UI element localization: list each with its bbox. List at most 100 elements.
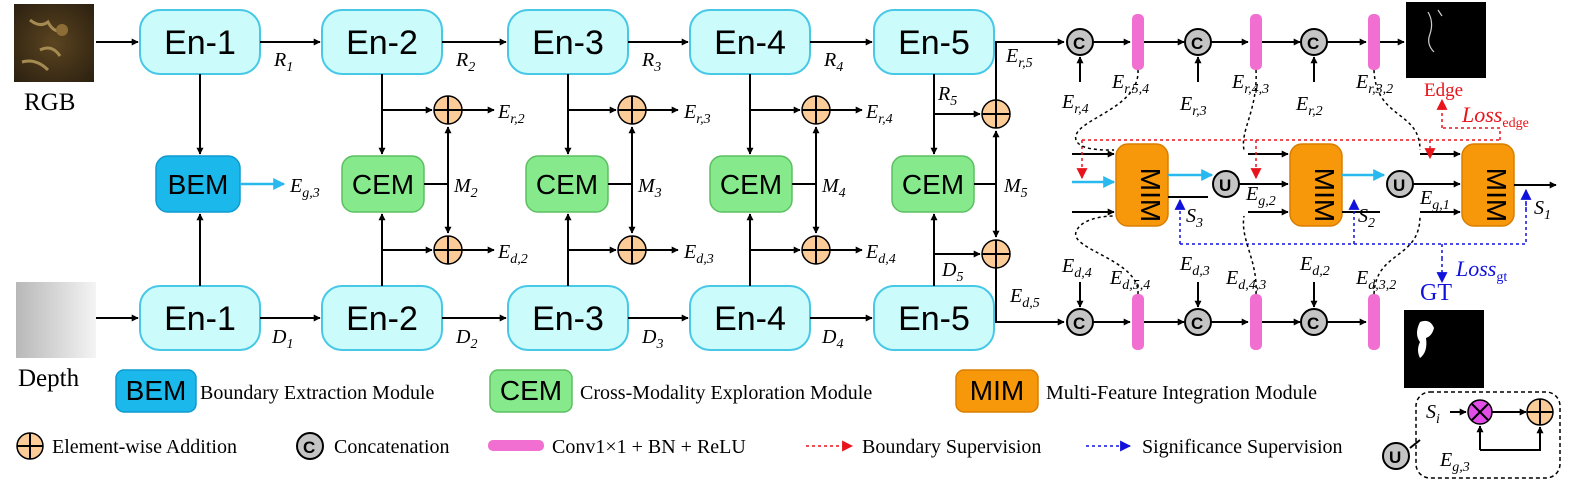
- svg-text:Er,3,2: Er,3,2: [1355, 71, 1393, 97]
- svg-text:Er,2: Er,2: [1295, 93, 1323, 119]
- svg-text:Ed,5,4: Ed,5,4: [1109, 267, 1150, 293]
- svg-text:S2: S2: [1358, 205, 1375, 231]
- gt-label: GT: [1420, 280, 1452, 306]
- bem-label: BEM: [168, 169, 229, 200]
- rgb-encoder-row: En-1 En-2 En-3 En-4 En-5: [139, 9, 995, 75]
- legend-significance-supervision: Significance Supervision: [1142, 436, 1343, 458]
- depth-en2-label: En-2: [346, 300, 418, 338]
- mim-2: [1289, 143, 1343, 227]
- legend-conv-icon: [488, 440, 544, 451]
- cem-4-label: CEM: [720, 169, 782, 200]
- conv-block: [1250, 294, 1262, 350]
- svg-text:D1: D1: [271, 326, 293, 352]
- depth-image: [16, 282, 96, 358]
- svg-text:Ed,4: Ed,4: [865, 241, 896, 267]
- svg-text:U: U: [1389, 448, 1401, 467]
- loss-edge: Lossedge: [1461, 102, 1529, 131]
- svg-text:R1: R1: [273, 49, 293, 75]
- svg-text:Eg,3: Eg,3: [1439, 449, 1470, 475]
- svg-text:M2: M2: [453, 175, 478, 201]
- legend-mim: Multi-Feature Integration Module: [1046, 382, 1317, 404]
- depth-label: Depth: [18, 365, 80, 392]
- svg-text:Ed,4,3: Ed,4,3: [1225, 267, 1266, 293]
- svg-text:R4: R4: [823, 49, 843, 75]
- svg-text:U: U: [1219, 176, 1231, 195]
- svg-text:S3: S3: [1186, 205, 1203, 231]
- cem-column-5: CEM M5 R5 D5: [891, 74, 1028, 286]
- svg-text:M4: M4: [821, 175, 846, 201]
- conv-block: [1132, 294, 1144, 350]
- svg-text:R5: R5: [937, 83, 957, 109]
- cem-3-label: CEM: [536, 169, 598, 200]
- svg-text:M3: M3: [637, 175, 662, 201]
- svg-text:C: C: [1191, 314, 1203, 333]
- loss-gt: Lossgt: [1455, 256, 1507, 285]
- depth-encoder-row: En-1 En-2 En-3 En-4 En-5: [139, 285, 995, 351]
- svg-text:D3: D3: [641, 326, 663, 352]
- union-detail-inset: U Si Eg,3: [1382, 391, 1561, 479]
- conv-block: [1368, 14, 1380, 70]
- depth-en3-label: En-3: [532, 300, 604, 338]
- edge-output-image: [1406, 2, 1486, 78]
- mim-3-label: MIM: [1135, 168, 1166, 222]
- depth-en5-label: En-5: [898, 300, 970, 338]
- cem-column-4: CEM M4 Er,4 Ed,4: [709, 74, 896, 286]
- svg-text:C: C: [1307, 34, 1319, 53]
- edge-label: Edge: [1424, 80, 1463, 101]
- svg-text:Er,5: Er,5: [1005, 45, 1033, 71]
- legend-mim-swatch: [955, 369, 1039, 413]
- conv-block: [1132, 14, 1144, 70]
- legend-bem-swatch: [115, 369, 197, 413]
- svg-text:C: C: [1191, 34, 1203, 53]
- legend-boundary-supervision: Boundary Supervision: [862, 436, 1041, 458]
- rgb-en1-label: En-1: [164, 24, 236, 62]
- rgb-en2-label: En-2: [346, 24, 418, 62]
- mim-1-label: MIM: [1481, 168, 1512, 222]
- svg-text:Si: Si: [1426, 401, 1440, 427]
- depth-en4-label: En-4: [714, 300, 786, 338]
- svg-text:MIM: MIM: [970, 375, 1024, 406]
- svg-text:Er,4: Er,4: [865, 101, 893, 127]
- legend-add: Element-wise Addition: [52, 436, 237, 458]
- svg-text:Er,3: Er,3: [683, 101, 711, 127]
- cem-column-3: CEM M3 Er,3 Ed,3: [525, 74, 714, 286]
- cem-column-2: CEM M2 Er,2 Ed,2: [341, 74, 528, 286]
- svg-text:D4: D4: [821, 326, 843, 352]
- svg-text:C: C: [1307, 314, 1319, 333]
- svg-text:Er,4: Er,4: [1061, 91, 1089, 117]
- conv-block: [1250, 14, 1262, 70]
- svg-text:C: C: [1073, 34, 1085, 53]
- svg-text:Ed,2: Ed,2: [1299, 253, 1330, 279]
- svg-text:U: U: [1393, 176, 1405, 195]
- rgb-image: [14, 4, 94, 82]
- svg-text:Er,4,3: Er,4,3: [1231, 71, 1269, 97]
- svg-text:S1: S1: [1534, 197, 1551, 223]
- svg-text:C: C: [1073, 314, 1085, 333]
- depth-decoder-chain: C C C Ed,4 Ed,3 Ed,2 Ed,5,4 Ed,4,3 Ed,3,…: [1061, 253, 1396, 350]
- svg-text:C: C: [303, 438, 315, 457]
- svg-text:R2: R2: [455, 49, 475, 75]
- mim-2-label: MIM: [1309, 168, 1340, 222]
- gt-image: [1404, 310, 1484, 388]
- svg-text:Er,3: Er,3: [1179, 93, 1207, 119]
- svg-text:M5: M5: [1003, 175, 1028, 201]
- rgb-label: RGB: [24, 89, 75, 116]
- svg-text:Ed,3: Ed,3: [1179, 253, 1210, 279]
- svg-text:Ed,3,2: Ed,3,2: [1355, 267, 1396, 293]
- rgb-decoder-chain: C C C Er,4 Er,3 Er,2 Er,5,4 Er,4,3 Er,3,…: [1061, 14, 1405, 119]
- svg-text:Ed,4: Ed,4: [1061, 255, 1092, 281]
- svg-text:BEM: BEM: [126, 375, 187, 406]
- legend-cem-swatch: [489, 369, 573, 413]
- legend-concat: Concatenation: [334, 436, 450, 458]
- svg-text:Ed,3: Ed,3: [683, 241, 714, 267]
- svg-text:Ed,2: Ed,2: [497, 241, 528, 267]
- svg-text:CEM: CEM: [500, 375, 562, 406]
- cem-2-label: CEM: [352, 169, 414, 200]
- legend-cem: Cross-Modality Exploration Module: [580, 382, 872, 404]
- union-icon: [1382, 442, 1410, 470]
- rgb-en4-label: En-4: [714, 24, 786, 62]
- depth-en1-label: En-1: [164, 300, 236, 338]
- legend-bem: Boundary Extraction Module: [200, 382, 435, 404]
- legend-conv: Conv1×1 + BN + ReLU: [552, 436, 746, 458]
